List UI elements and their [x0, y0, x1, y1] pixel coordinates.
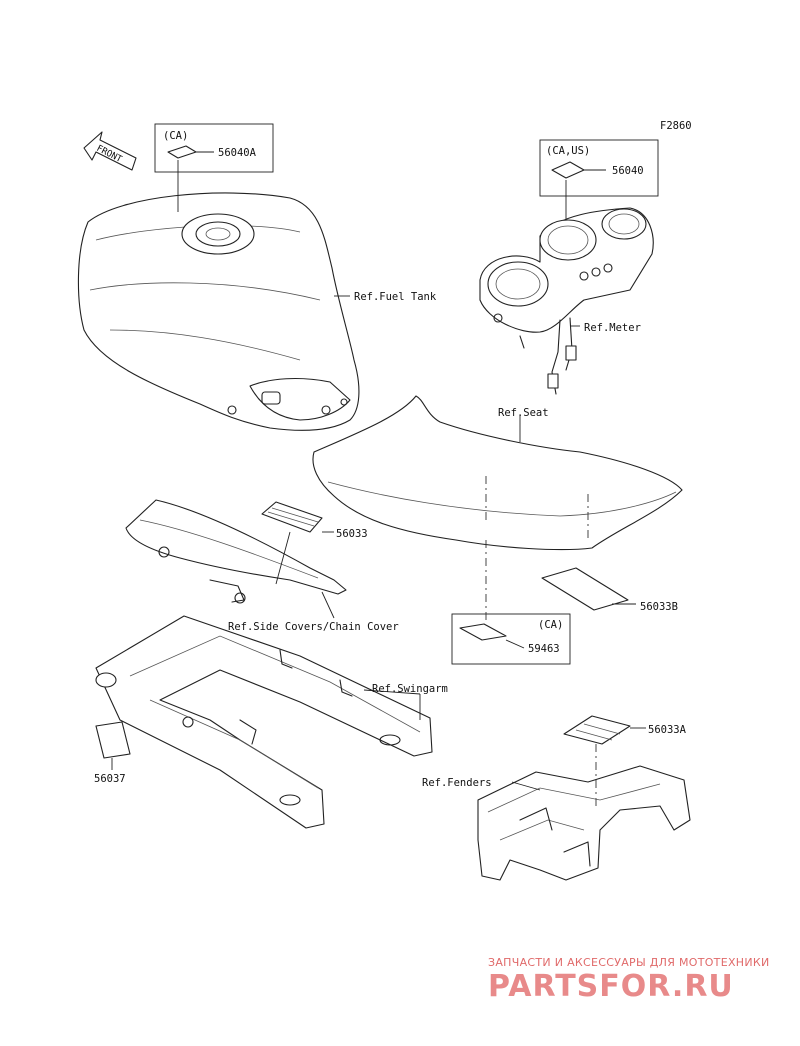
- callout-box-59463: (CA) 59463: [451, 540, 571, 665]
- ref-swingarm: Ref.Swingarm: [372, 683, 448, 695]
- chain-cover-drawing: [125, 499, 347, 604]
- part-56033b: 56033B: [640, 601, 678, 613]
- front-arrow-icon: FRONT: [83, 131, 137, 171]
- part-56033a: 56033A: [648, 724, 687, 736]
- fuel-tank-drawing: [77, 192, 360, 431]
- ref-meter: Ref.Meter: [584, 322, 641, 334]
- meter-drawing: [479, 207, 654, 395]
- part-56033: 56033: [336, 528, 368, 540]
- seat-drawing: [312, 395, 683, 551]
- label-56033b: 56033B: [541, 567, 678, 613]
- callout-box-56040: (CA,US) 56040: [539, 139, 659, 240]
- region-note-ca: (CA): [163, 130, 188, 142]
- watermark-tagline: ЗАПЧАСТИ И АКСЕССУАРЫ ДЛЯ МОТОТЕХНИКИ: [488, 956, 770, 969]
- callout-box-56040a: (CA) 56040A: [154, 123, 274, 212]
- label-56037: 56037: [94, 721, 131, 785]
- part-56037: 56037: [94, 773, 126, 785]
- label-56033a: 56033A: [563, 715, 687, 808]
- label-56033: 56033: [261, 501, 368, 585]
- figure-code: F2860: [660, 120, 692, 132]
- ref-fenders: Ref.Fenders: [422, 777, 492, 789]
- ref-seat: Ref.Seat: [498, 407, 549, 419]
- ref-fuel-tank: Ref.Fuel Tank: [354, 291, 437, 303]
- ref-side-covers: Ref.Side Covers/Chain Cover: [228, 621, 399, 633]
- swingarm-drawing: [95, 615, 433, 829]
- fenders-drawing: [477, 765, 691, 881]
- part-56040a: 56040A: [218, 147, 257, 159]
- part-56040: 56040: [612, 165, 644, 177]
- part-59463: 59463: [528, 643, 560, 655]
- watermark-logo: PARTSFOR.RU: [488, 969, 734, 1004]
- region-note-ca-2: (CA): [538, 619, 563, 631]
- region-note-ca-us: (CA,US): [546, 145, 590, 157]
